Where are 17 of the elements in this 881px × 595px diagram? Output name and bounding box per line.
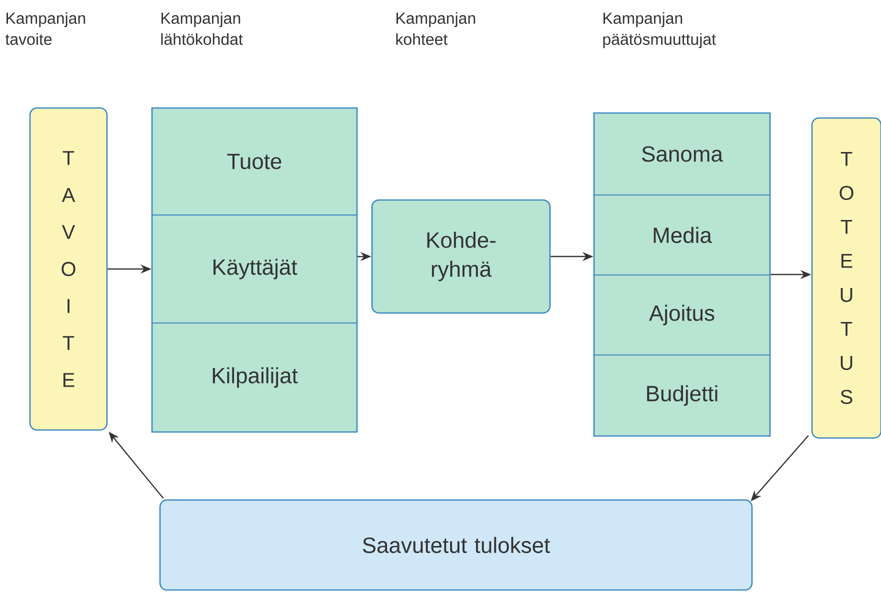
- column-box: [593, 112, 771, 437]
- table-cell: Tuote: [152, 108, 358, 216]
- table-cell: Ajoitus: [594, 274, 770, 356]
- column-heading: Kampanjan kohteet: [396, 12, 476, 45]
- process-box: Kohde- ryhmä: [371, 199, 551, 314]
- table-cell: Budjetti: [594, 354, 770, 436]
- column-box: [151, 107, 358, 433]
- result-box: Saavutetut tulokset: [159, 499, 753, 591]
- goal-box: TAVOITE: [29, 107, 108, 431]
- column-heading: Kampanjan tavoite: [5, 12, 86, 45]
- table-cell: Käyttäjät: [152, 214, 358, 324]
- column-heading: Kampanjan päätösmuuttujat: [603, 12, 716, 48]
- table-cell: Media: [594, 194, 770, 276]
- implementation-box: TOTEUTUS: [811, 117, 881, 439]
- table-cell: Kilpailijat: [152, 322, 358, 432]
- column-heading: Kampanjan lähtökohdat: [161, 12, 243, 45]
- table-cell: Sanoma: [594, 112, 770, 196]
